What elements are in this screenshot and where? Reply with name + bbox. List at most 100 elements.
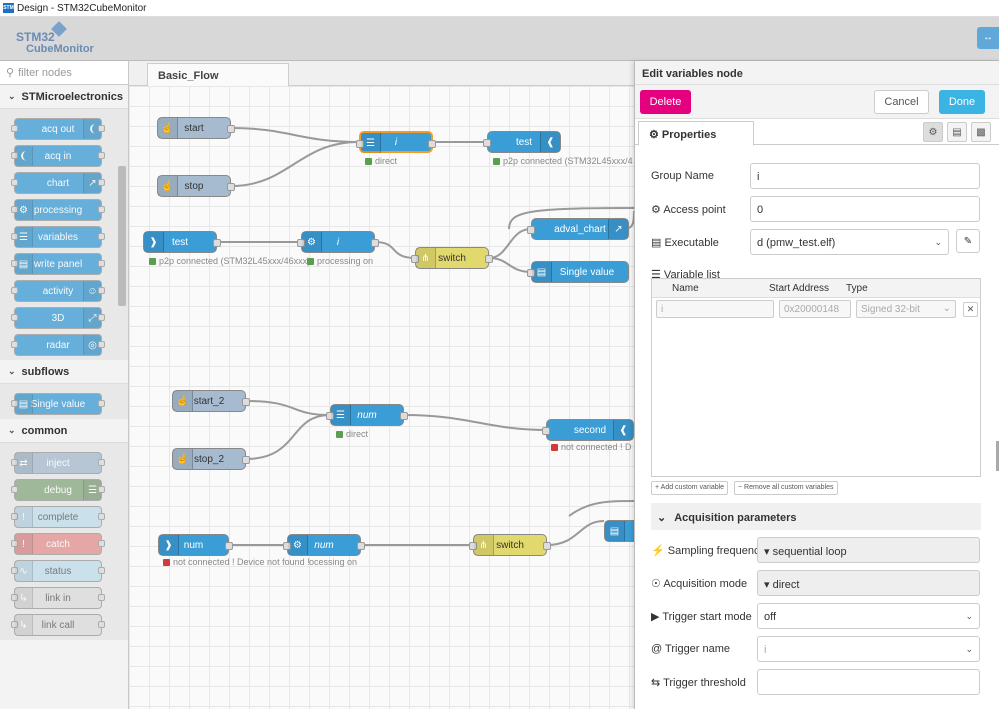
executable-select[interactable]: d (pmw_test.elf)⌄	[750, 229, 949, 255]
variable-type-select[interactable]: Signed 32-bit⌄	[856, 300, 956, 318]
group-name-input[interactable]: i	[750, 163, 980, 189]
panel-node-partial[interactable]: ▤	[604, 520, 634, 542]
input-port[interactable]	[411, 255, 419, 263]
deploy-button[interactable]: ↔	[977, 27, 999, 49]
output-port[interactable]	[225, 542, 233, 550]
tray-scrollbar[interactable]	[996, 441, 999, 471]
palette-node-radar[interactable]: ◎radar	[11, 334, 105, 356]
palette-node-variables[interactable]: ☰variables	[11, 226, 105, 248]
palette-category-stmicroelectronics[interactable]: ⌄STMicroelectronics	[0, 85, 128, 109]
input-port[interactable]	[542, 427, 550, 435]
output-port[interactable]	[357, 542, 365, 550]
output-port[interactable]	[213, 239, 221, 247]
variable-name-input[interactable]: i	[656, 300, 774, 318]
cancel-button[interactable]: Cancel	[874, 90, 929, 114]
switch-node-1[interactable]: ⋔ switch	[411, 247, 493, 269]
palette-node-status[interactable]: ∿status	[11, 560, 105, 582]
start-inject-node[interactable]: ☝ start	[157, 117, 235, 139]
acquisition-mode-select[interactable]: ▾ direct	[757, 570, 980, 596]
edit-executable-button[interactable]: ✎	[956, 229, 980, 253]
add-custom-variable-button[interactable]: + Add custom variable	[651, 481, 729, 495]
palette-node-chart[interactable]: ↗chart	[11, 172, 105, 194]
input-port	[11, 314, 18, 321]
done-button[interactable]: Done	[939, 90, 985, 114]
input-port[interactable]	[483, 139, 491, 147]
palette-category-common[interactable]: ⌄common	[0, 419, 128, 443]
input-port[interactable]	[297, 239, 305, 247]
output-port[interactable]	[242, 398, 250, 406]
filter-nodes-input[interactable]: ⚲ filter nodes	[0, 61, 128, 85]
test-acq-in-node[interactable]: ❱ test	[143, 231, 221, 253]
output-port[interactable]	[242, 456, 250, 464]
palette-node-processing[interactable]: ⚙processing	[11, 199, 105, 221]
processing-i-node[interactable]: ⚙ i	[297, 231, 379, 253]
status-direct-1: direct	[365, 156, 397, 166]
input-port[interactable]	[326, 412, 334, 420]
output-port	[98, 206, 105, 213]
remove-variable-button[interactable]: ✕	[963, 302, 978, 317]
delete-button[interactable]: Delete	[640, 90, 691, 114]
bolt-icon: ⚡	[651, 545, 668, 557]
acquisition-parameters-section[interactable]: ⌄Acquisition parameters	[651, 503, 981, 530]
single-value-node[interactable]: ▤ Single value	[527, 261, 629, 283]
palette-node-debug[interactable]: ☰debug	[11, 479, 105, 501]
col-type-header: Type	[846, 283, 868, 294]
access-point-input[interactable]: 0	[750, 196, 980, 222]
input-port[interactable]	[527, 226, 535, 234]
stm-icon: STM	[3, 3, 14, 13]
sampling-frequency-select[interactable]: ▾ sequential loop	[757, 537, 980, 563]
palette-node-acq-in[interactable]: ❨acq in	[11, 145, 105, 167]
output-port[interactable]	[400, 412, 408, 420]
remove-all-custom-variables-button[interactable]: − Remove all custom variables	[734, 481, 838, 495]
chart-icon: ↗	[608, 219, 628, 239]
palette-scrollbar[interactable]	[118, 166, 126, 306]
palette-node-activity[interactable]: ☺activity	[11, 280, 105, 302]
description-tab-icon[interactable]: ▤	[947, 122, 967, 142]
stop-inject-node[interactable]: ☝ stop	[157, 175, 235, 197]
palette-node-write-panel[interactable]: ▤write panel	[11, 253, 105, 275]
gear-icon: ⚙	[288, 535, 308, 555]
start-2-inject-node[interactable]: ☝ start_2	[172, 390, 250, 412]
chevron-down-icon: ⌄	[942, 303, 951, 314]
col-address-header: Start Address	[769, 283, 830, 294]
output-port[interactable]	[428, 140, 436, 148]
test-acq-out-node[interactable]: test ❰	[483, 131, 561, 153]
num-acq-in-node[interactable]: ❱ num	[158, 534, 233, 556]
tab-basic-flow[interactable]: Basic_Flow	[147, 63, 289, 87]
adval-chart-node[interactable]: adval_chart ↗	[527, 218, 629, 240]
output-port[interactable]	[371, 239, 379, 247]
palette-node-link-in[interactable]: ↳link in	[11, 587, 105, 609]
output-port[interactable]	[227, 125, 235, 133]
palette-node-catch[interactable]: !catch	[11, 533, 105, 555]
palette-category-subflows[interactable]: ⌄subflows	[0, 360, 128, 384]
settings-tab-icon[interactable]: ⚙	[923, 122, 943, 142]
input-port[interactable]	[527, 269, 535, 277]
palette-node-complete[interactable]: !complete	[11, 506, 105, 528]
output-port[interactable]	[485, 255, 493, 263]
caret-down-icon: ▾	[764, 546, 773, 558]
trigger-name-select[interactable]: i⌄	[757, 636, 980, 662]
stop-2-inject-node[interactable]: ☝ stop_2	[172, 448, 250, 470]
palette-node-3d[interactable]: ⤢3D	[11, 307, 105, 329]
palette-node-single-value[interactable]: ▤Single value	[11, 393, 105, 415]
palette-node-link-call[interactable]: ↳link call	[11, 614, 105, 636]
output-port	[98, 341, 105, 348]
flow-workspace[interactable]: Basic_Flow ☝ start ☝ stop	[129, 61, 634, 709]
tab-properties[interactable]: ⚙ Properties	[638, 121, 754, 146]
palette-node-acq-out[interactable]: ❨acq out	[11, 118, 105, 140]
input-port[interactable]	[469, 542, 477, 550]
variable-address-input[interactable]: 0x20000148	[779, 300, 851, 318]
input-port[interactable]	[356, 140, 364, 148]
processing-num-node[interactable]: ⚙ num	[283, 534, 365, 556]
trigger-start-mode-select[interactable]: off⌄	[757, 603, 980, 629]
second-acq-out-node[interactable]: second ❰	[542, 419, 634, 441]
output-port[interactable]	[543, 542, 551, 550]
trigger-threshold-input[interactable]	[757, 669, 980, 695]
palette-node-inject[interactable]: ⇄inject	[11, 452, 105, 474]
output-port[interactable]	[227, 183, 235, 191]
switch-node-2[interactable]: ⋔ switch	[469, 534, 551, 556]
input-port[interactable]	[283, 542, 291, 550]
appearance-tab-icon[interactable]: ▩	[971, 122, 991, 142]
variables-i-node[interactable]: ☰ i	[356, 131, 436, 153]
variables-num-node[interactable]: ☰ num	[326, 404, 408, 426]
